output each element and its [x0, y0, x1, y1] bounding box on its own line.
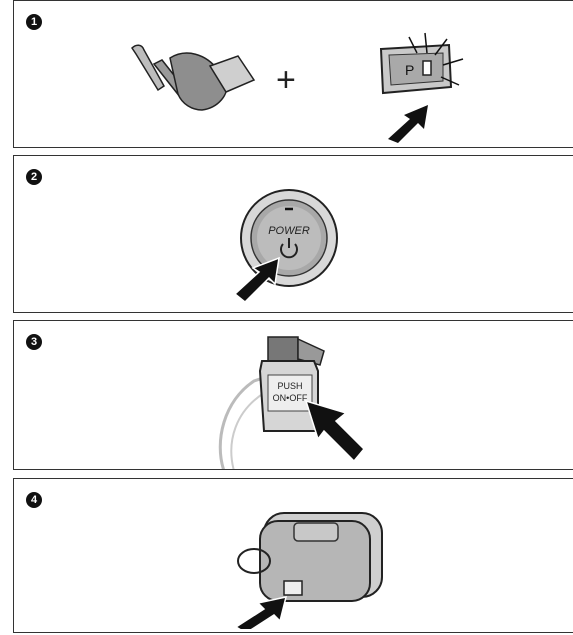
step-3-panel: 3 PUSH ON•OFF	[13, 320, 573, 470]
plus-sign: +	[276, 63, 296, 97]
push-label-2: ON•OFF	[273, 393, 308, 403]
key-fob-icon	[224, 499, 394, 629]
step-3-number: 3	[26, 334, 42, 350]
push-label-1: PUSH	[277, 381, 302, 391]
step-2-number: 2	[26, 169, 42, 185]
brake-pedal-icon	[114, 34, 264, 124]
step-4-panel: 4	[13, 478, 573, 633]
step-2-panel: 2 POWER	[13, 155, 573, 313]
power-label: POWER	[268, 225, 310, 237]
step-1-number: 1	[26, 14, 42, 30]
press-arrow-icon	[384, 101, 444, 146]
step-4-number: 4	[26, 492, 42, 508]
p-label: P	[405, 62, 414, 78]
step-1-panel: 1 + P	[13, 0, 573, 148]
parking-brake-switch-icon: PUSH ON•OFF	[214, 331, 384, 470]
power-switch-icon: POWER	[229, 176, 339, 306]
